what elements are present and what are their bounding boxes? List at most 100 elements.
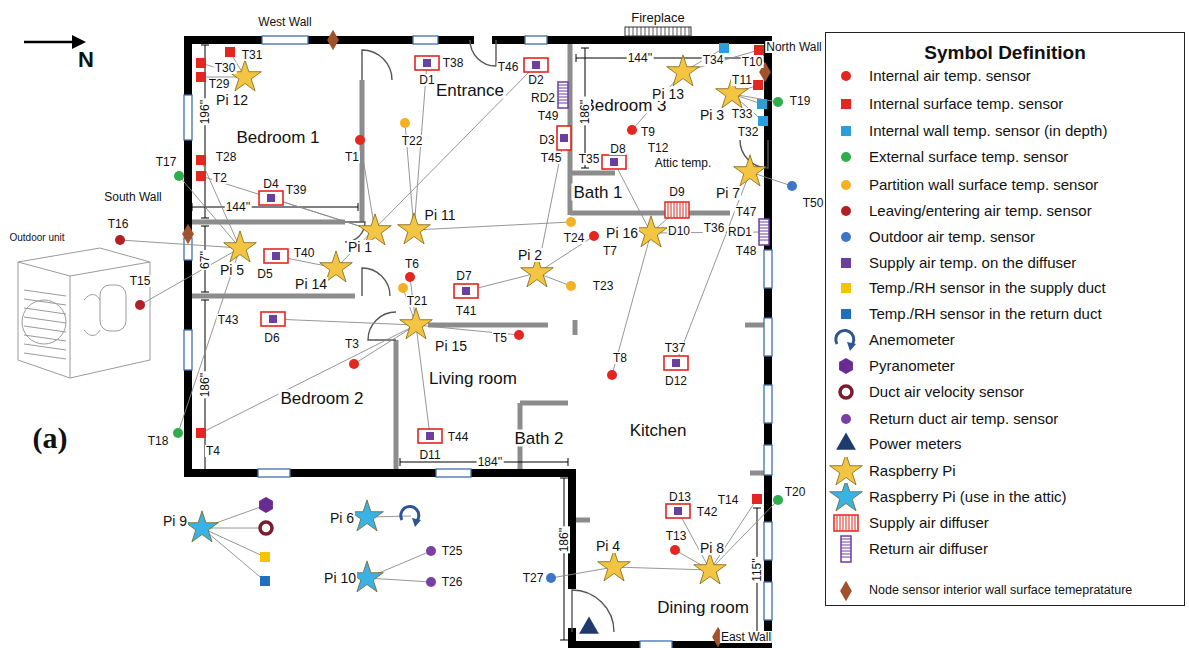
sensor-id: T48 — [735, 245, 758, 257]
door-swing — [368, 312, 396, 340]
circle-shape — [566, 217, 576, 227]
pi-label: Pi 15 — [434, 339, 468, 353]
window — [764, 385, 772, 423]
hatch-line — [645, 27, 646, 36]
sensor-id: T17 — [155, 156, 178, 168]
legend-text: Temp./RH sensor in the return duct — [869, 306, 1102, 323]
legend-text: Temp./RH sensor in the supply duct — [869, 280, 1106, 297]
pi-label: Pi 6 — [329, 511, 355, 525]
annotation-label: Outdoor unit — [8, 233, 65, 243]
circle-shape — [841, 206, 851, 216]
sensor-id: T2 — [212, 172, 228, 184]
sensor-symbols — [115, 30, 797, 647]
sensor-id: T15 — [129, 275, 152, 287]
hatch-line — [841, 548, 851, 549]
dimension-line — [576, 58, 764, 59]
circle-symbol — [426, 577, 436, 587]
sensor-id: T21 — [406, 295, 429, 307]
annotation-label: South Wall — [103, 191, 163, 203]
sensor-wire — [202, 528, 265, 557]
sensor-id: T39 — [285, 184, 308, 196]
legend-row: Partition wall surface temp. sensor — [826, 171, 1098, 199]
diamond-shape — [182, 224, 194, 244]
hatch-line — [843, 515, 844, 531]
sensor-id: T43 — [217, 314, 240, 326]
sensor-wire — [710, 500, 778, 570]
hatch-line — [653, 27, 654, 36]
circle-shape — [589, 231, 599, 241]
sensor-id: T5 — [492, 332, 508, 344]
square-symbol — [196, 58, 206, 68]
interior-wall — [188, 220, 345, 225]
legend-text: Raspberry Pi — [869, 463, 956, 480]
sensor-id: T9 — [640, 126, 656, 138]
diffv-symbol — [557, 126, 571, 150]
hatch-line — [759, 234, 769, 235]
square-shape — [841, 99, 851, 109]
legend-row: Raspberry Pi (use in the attic) — [826, 483, 1067, 511]
room-name: Bath 1 — [571, 184, 624, 201]
sensor-id: T42 — [696, 506, 719, 518]
hatch-line — [668, 202, 669, 218]
sensor-id: D11 — [418, 449, 441, 461]
window — [184, 95, 192, 140]
diff-shape — [602, 155, 626, 169]
legend-text: Leaving/entering air temp. sensor — [869, 203, 1092, 220]
anem-symbol — [836, 330, 856, 351]
star-symbol — [694, 553, 727, 584]
circle-symbol — [115, 235, 125, 245]
legend-swatch — [826, 378, 866, 406]
legend-row: Duct air velocity sensor — [826, 378, 1024, 406]
rdiff-symbol — [759, 219, 769, 245]
hatch-line — [841, 542, 851, 543]
hatch-line — [849, 515, 850, 531]
legend-panel: Internal air temp. sensorInternal surfac… — [825, 32, 1185, 606]
star-shape — [694, 553, 727, 584]
diffuser-sensor — [269, 315, 277, 323]
hatch-line — [759, 228, 769, 229]
legend-swatch — [826, 535, 866, 563]
square-shape — [260, 576, 270, 586]
circle-shape — [135, 300, 145, 310]
door-swing — [362, 268, 390, 296]
hatch-line — [841, 554, 851, 555]
star-shape — [400, 308, 433, 339]
hatch-line — [677, 27, 678, 36]
circle-symbol — [349, 359, 359, 369]
legend-row: Anemometer — [826, 326, 955, 354]
star-shape — [598, 550, 631, 581]
dimension-line — [192, 207, 358, 208]
star-symbol — [400, 308, 433, 339]
sensor-id: T38 — [442, 57, 465, 69]
sensor-id: T12 — [647, 142, 670, 154]
hex-symbol — [259, 497, 273, 513]
sensor-id: RD2 — [530, 92, 556, 104]
sensor-wire — [367, 578, 431, 582]
square-symbol — [196, 428, 206, 438]
square-shape — [196, 58, 206, 68]
pi-label: Pi 16 — [605, 226, 639, 240]
sensor-id: T7 — [602, 245, 618, 257]
annotation-label: East Wall — [720, 631, 772, 643]
star-symbol — [224, 231, 257, 262]
sensor-id: D4 — [262, 178, 279, 190]
diff-symbol — [602, 155, 626, 169]
legend-row: Leaving/entering air temp. sensor — [826, 197, 1092, 225]
square-symbol — [196, 171, 206, 181]
sensor-id: D10 — [667, 225, 691, 237]
sensor-id: T14 — [717, 494, 740, 506]
sensor-id: D12 — [664, 375, 688, 387]
diff-shape — [664, 356, 688, 370]
sensor-id: T13 — [665, 530, 688, 542]
sensor-id: RD1 — [727, 226, 753, 238]
window — [764, 250, 772, 288]
diff-shape — [261, 312, 285, 326]
square-shape — [752, 494, 762, 504]
sensor-wire — [614, 567, 710, 570]
tri-shape — [579, 617, 599, 634]
rdiff-shape — [558, 82, 568, 108]
sensor-wire — [201, 176, 375, 231]
sensor-wire — [354, 325, 416, 364]
arrow-head — [847, 342, 856, 351]
sensor-id: T28 — [215, 151, 238, 163]
